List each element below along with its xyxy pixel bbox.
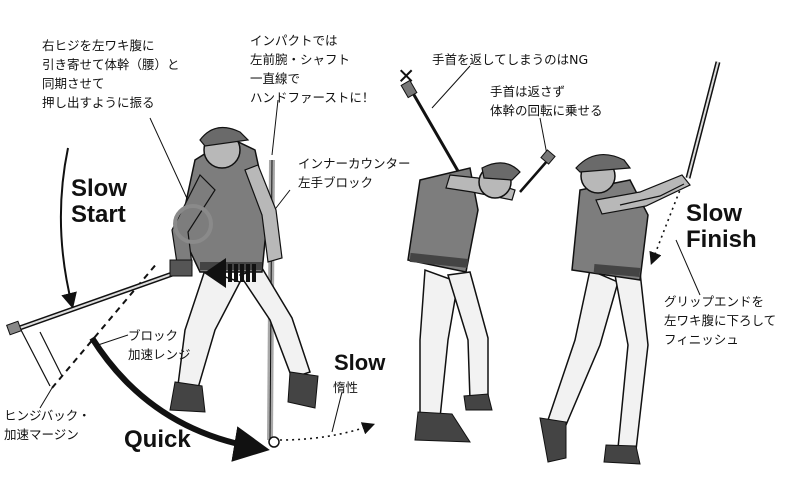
block-leader — [97, 334, 129, 346]
wrist-ng-leader — [431, 65, 471, 109]
wrist-ng-note: 手首を返してしまうのはNG — [432, 52, 589, 67]
impact-leader — [271, 99, 279, 156]
wrist-ok-note: 手首は返さず 体幹の回転に乗せる — [490, 84, 603, 118]
slow-start-arc — [59, 147, 77, 309]
elbow-note: 右ヒジを左ワキ腹に 引き寄せて体幹（腰）と 同期させて 押し出すように振る — [42, 38, 180, 110]
inertia-dotted-arrow — [279, 422, 376, 441]
inertia-leader — [331, 391, 343, 433]
block-range-note: ブロック 加速レンジ — [128, 328, 191, 362]
ng-mark: × — [398, 60, 415, 91]
grip-end-note: グリップエンドを 左ワキ腹に下ろして フィニッシュ — [664, 294, 777, 347]
elbow-leader — [149, 117, 191, 206]
slow-finish-label: Slow Finish — [686, 200, 757, 253]
quick-arc — [89, 336, 270, 462]
impact-note: インパクトでは 左前腕・シャフト 一直線で ハンドファーストに！ — [250, 33, 375, 105]
finish-dotted-arrow — [649, 179, 685, 265]
grip-leader — [675, 239, 701, 296]
motion-arrow — [204, 258, 256, 288]
hinge-margin-dashed-line — [51, 261, 159, 389]
slow-label: Slow — [334, 350, 386, 375]
golfer-follow-through — [400, 79, 556, 443]
slow-start-label: Slow Start — [71, 175, 128, 228]
hinge-margin-bracket-2 — [39, 331, 63, 377]
golfer-downswing — [6, 126, 319, 448]
hinge-margin-bracket — [19, 327, 51, 387]
inertia-note: 惰性 — [333, 380, 359, 395]
hinge-margin-note: ヒンジバック・ 加速マージン — [4, 408, 91, 442]
hinge-leader — [39, 387, 53, 409]
quick-label: Quick — [124, 426, 191, 453]
inner-counter-note: インナーカウンター 左手ブロック — [298, 156, 411, 190]
golfer-finish — [539, 61, 721, 465]
